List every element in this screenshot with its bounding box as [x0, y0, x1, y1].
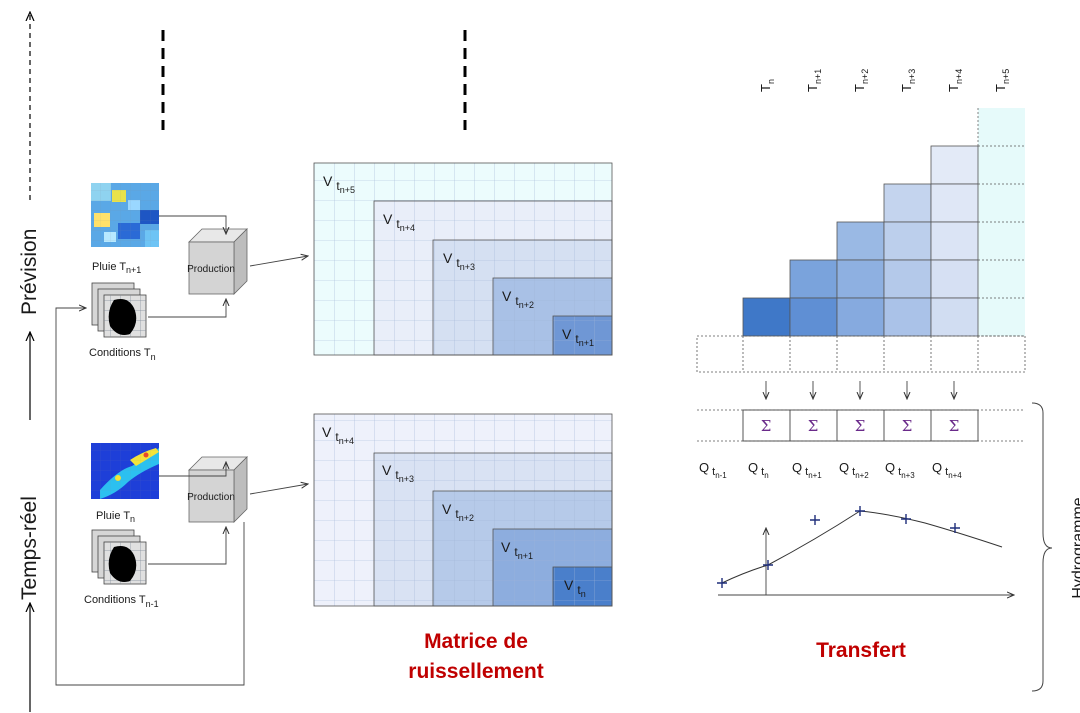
time-header-1: Tn+1 [805, 69, 823, 92]
rain-map-forecast [91, 183, 159, 247]
sum-cell-0: Σ [761, 417, 772, 435]
sum-cell-2: Σ [855, 417, 866, 435]
production-label-realtime: Production [187, 492, 235, 503]
sum-cell-3: Σ [902, 417, 913, 435]
transfer-staircase [697, 108, 1025, 372]
production-label-forecast: Production [187, 264, 235, 275]
hydrograph-plot [717, 506, 1014, 595]
time-header-0: Tn [758, 79, 776, 92]
realtime-axis-label: Temps-réel [18, 496, 41, 600]
matrix-title: Matrice de ruissellement [366, 627, 586, 687]
conditions-stack-forecast [92, 283, 146, 337]
matrix-title-line2: ruissellement [366, 657, 586, 687]
sum-cell-1: Σ [808, 417, 819, 435]
time-header-5: Tn+5 [993, 69, 1011, 92]
production-box-realtime: Production [187, 457, 247, 522]
sum-row: Σ Σ Σ Σ Σ [697, 410, 1025, 441]
conditions-stack-realtime [92, 530, 146, 584]
hydrogram-label: Hydrogramme [1070, 497, 1080, 598]
conditions-label-forecast: Conditions Tn [89, 347, 156, 362]
conditions-label-realtime: Conditions Tn-1 [84, 594, 159, 609]
sum-cell-4: Σ [949, 417, 960, 435]
sum-arrows [766, 381, 954, 399]
rain-label-realtime: Pluie Tn [96, 510, 135, 524]
time-axis: Temps-réel Prévision [18, 12, 41, 712]
transfer-title: Transfert [786, 636, 936, 666]
matrix-title-line1: Matrice de [366, 627, 586, 657]
time-header-2: Tn+2 [852, 69, 870, 92]
rain-map-realtime [91, 443, 159, 499]
hydrogram-brace [1032, 403, 1052, 691]
production-box-forecast: Production [187, 229, 247, 294]
time-header-4: Tn+4 [946, 69, 964, 92]
transfer-section: Tn Tn+1 Tn+2 Tn+3 Tn+4 Tn+5 [697, 69, 1080, 691]
rain-label-forecast: Pluie Tn+1 [92, 261, 141, 275]
forecast-axis-label: Prévision [18, 229, 41, 315]
time-header-3: Tn+3 [899, 69, 917, 92]
forecast-row: Pluie Tn+1 Conditions Tn Production [89, 163, 612, 362]
